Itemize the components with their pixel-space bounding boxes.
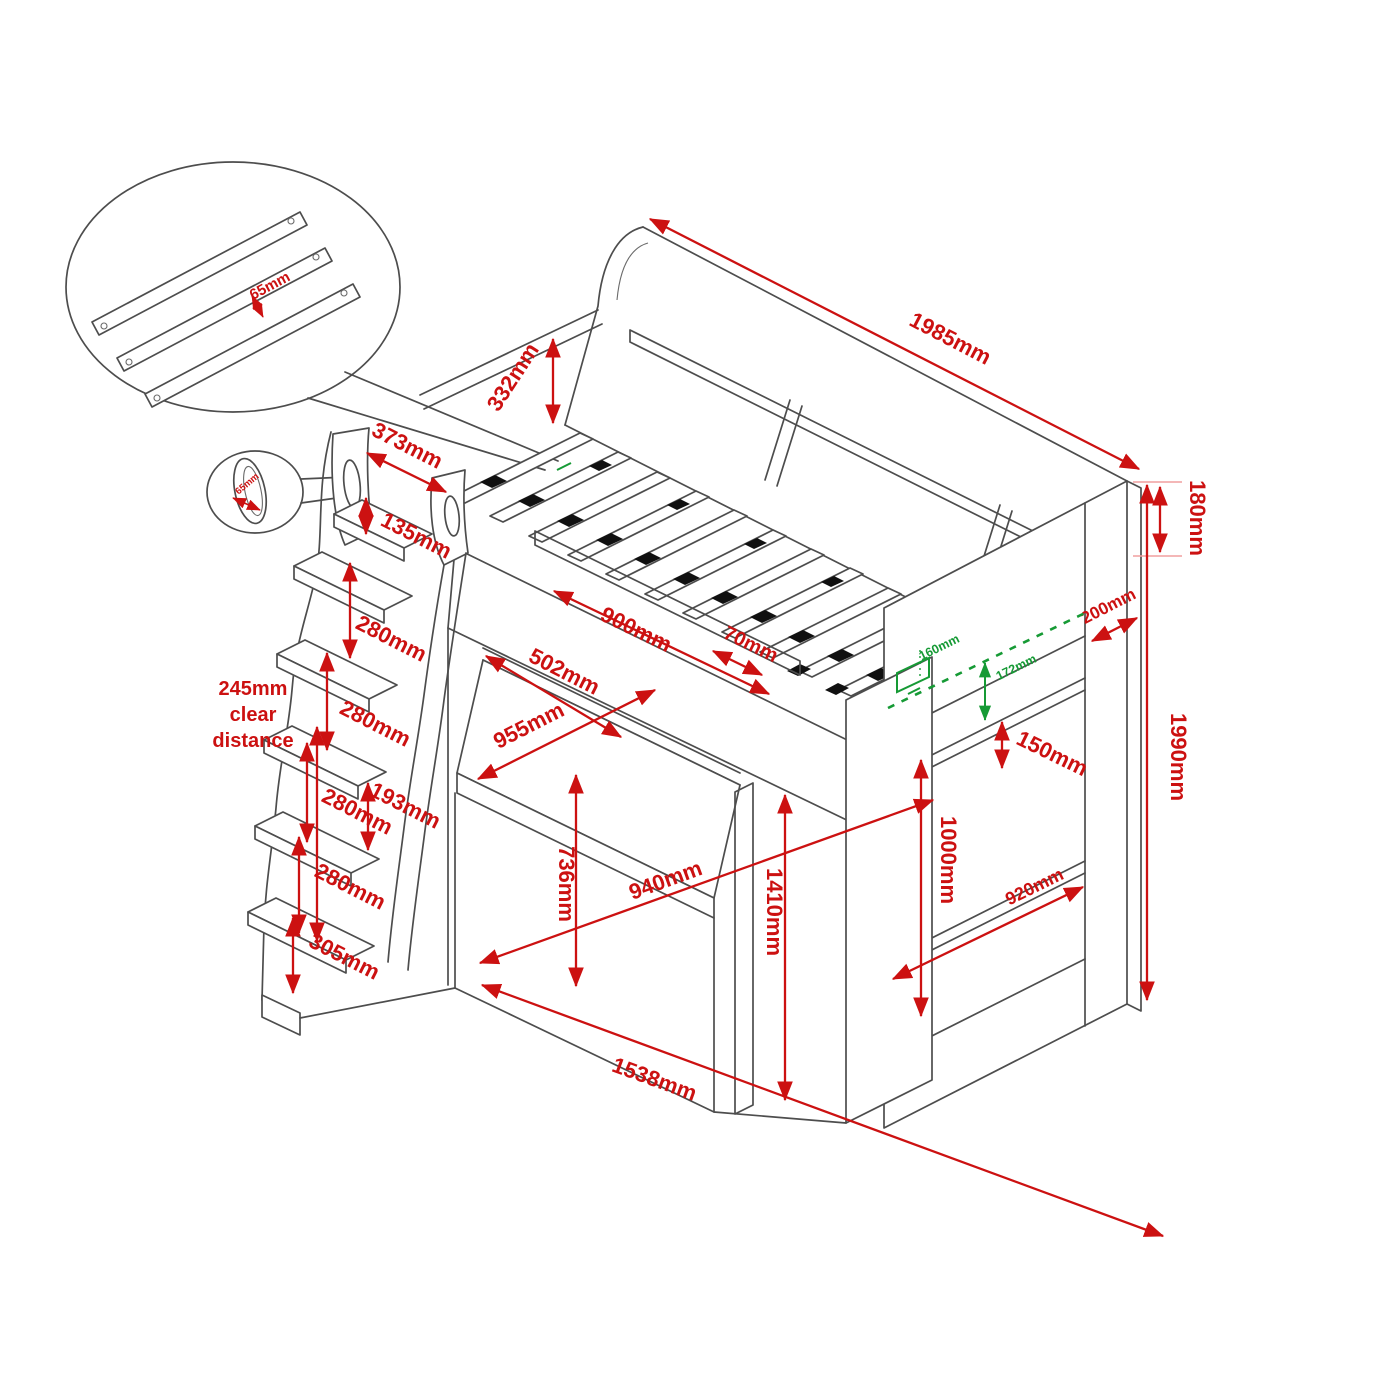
svg-text:1990mm: 1990mm (1166, 713, 1191, 801)
slat-detail-bubble: 65mm (65, 161, 559, 471)
hand-hole-right (443, 495, 461, 537)
svg-text:clear: clear (230, 704, 277, 726)
mid-divider-panel (845, 656, 933, 1124)
svg-text:1985mm: 1985mm (906, 307, 996, 370)
dim-clear-distance: 245mm clear distance (212, 678, 325, 943)
detail-slat-2 (116, 247, 333, 372)
step-base (261, 994, 301, 1036)
tv-centerline (887, 611, 1086, 710)
dim-total-length: 1985mm (648, 217, 1141, 471)
svg-text:280mm: 280mm (352, 610, 431, 667)
svg-text:distance: distance (212, 730, 293, 752)
svg-text:180mm: 180mm (1185, 480, 1210, 556)
callout-outline (206, 450, 304, 534)
dim-slat-spacing-detail: 65mm (247, 268, 293, 318)
hand-hole-inner (243, 465, 263, 517)
dim-total-height: 1990mm (1139, 483, 1191, 1002)
slat-reference-mark (556, 462, 572, 471)
headboard-left-corner (564, 226, 644, 426)
dim-hand-hole-detail: 65mm (232, 471, 261, 511)
dim-rail-gap: 70mm (711, 622, 781, 677)
tv-icon (896, 656, 930, 695)
svg-text:1000mm: 1000mm (936, 816, 961, 904)
bubble-leader-1 (344, 371, 559, 462)
bubble-outline (65, 161, 401, 413)
svg-text:1410mm: 1410mm (762, 868, 787, 956)
desk-side-support (734, 782, 754, 1115)
svg-text:280mm: 280mm (336, 695, 415, 752)
dim-label: 65mm (233, 471, 261, 497)
hand-hole-outer (232, 457, 268, 525)
headboard-top-edge (642, 226, 1128, 482)
dim-label: 65mm (247, 268, 293, 303)
detail-slat-1 (91, 211, 308, 336)
detail-slat-3 (144, 283, 361, 408)
end-panel-thickness (1126, 480, 1142, 1012)
dim-end-panel-top-height: 180mm (1133, 480, 1210, 557)
dim-under-bed-clearance: 1410mm (762, 793, 793, 1102)
left-end-rail (419, 309, 603, 410)
bubble-leader-2 (307, 397, 546, 471)
step-side-panel-right (430, 469, 469, 566)
stringer-right (407, 552, 467, 971)
svg-text:245mm: 245mm (219, 678, 288, 700)
svg-text:736mm: 736mm (554, 846, 579, 922)
dim-headboard-height: 332mm (482, 337, 561, 425)
stringer-left (261, 431, 332, 1001)
svg-text:373mm: 373mm (368, 417, 447, 474)
hand-hole-callout: 65mm (206, 450, 352, 534)
